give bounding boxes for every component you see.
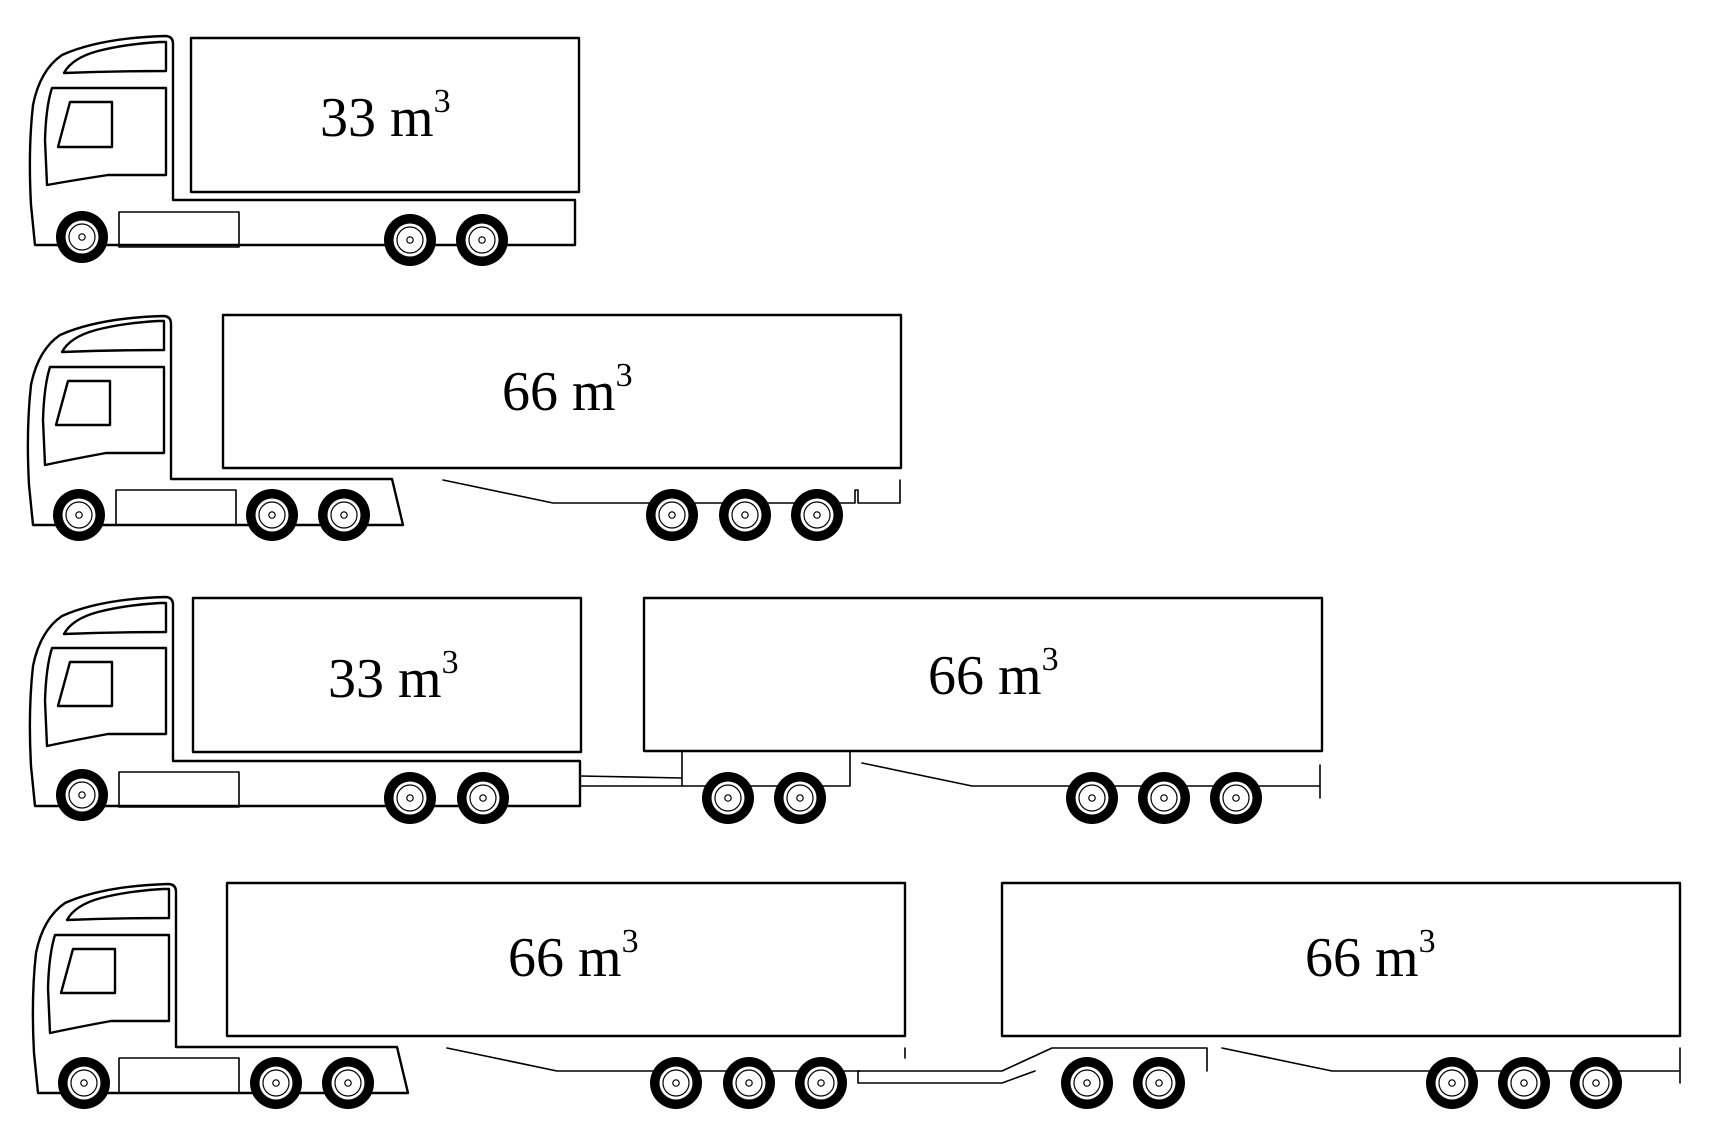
wheel (52, 488, 106, 542)
wheel (57, 1056, 111, 1110)
wheel (383, 213, 437, 267)
wheel (245, 488, 299, 542)
wheel (1425, 1056, 1479, 1110)
drawbar (579, 775, 683, 787)
wheel (321, 1056, 375, 1110)
b-link (857, 1047, 1208, 1084)
wheel (1497, 1056, 1551, 1110)
wheel (456, 771, 510, 825)
semitrailer-chassis (861, 762, 1321, 799)
config-b-double: 66 m3 66 m3 (31, 881, 1682, 1110)
wheel (794, 1056, 848, 1110)
wheel (383, 771, 437, 825)
wheel (249, 1056, 303, 1110)
volume-label: 66 m3 (928, 641, 1059, 707)
tractor-cab (31, 882, 410, 1095)
tractor-cab (26, 314, 405, 527)
wheel (55, 768, 109, 822)
cargo-box (189, 36, 581, 194)
wheel (649, 1056, 703, 1110)
wheel (1137, 771, 1191, 825)
config-truck-dolly-semitrailer: 33 m3 66 m3 (28, 595, 1324, 825)
semitrailer-box (1000, 881, 1682, 1038)
truck-cab (28, 34, 577, 248)
wheel (722, 1056, 776, 1110)
wheel (1569, 1056, 1623, 1110)
volume-label: 66 m3 (502, 357, 633, 423)
wheel (790, 488, 844, 542)
wheel (773, 771, 827, 825)
semitrailer-box (642, 596, 1324, 753)
semitrailer-chassis (1221, 1047, 1681, 1084)
volume-label: 33 m3 (320, 83, 451, 149)
dolly-frame (681, 751, 851, 787)
semitrailer-box (221, 313, 903, 470)
semitrailer-box (225, 881, 907, 1038)
config-rigid-truck: 33 m3 (28, 34, 581, 267)
volume-label: 66 m3 (508, 923, 639, 989)
wheel (455, 213, 509, 267)
volume-label: 66 m3 (1305, 923, 1436, 989)
wheel (317, 488, 371, 542)
wheel (1209, 771, 1263, 825)
truck-cab (28, 595, 582, 808)
wheel (1065, 771, 1119, 825)
wheel (55, 210, 109, 264)
semitrailer-chassis (442, 479, 901, 504)
wheel (701, 771, 755, 825)
wheel (645, 488, 699, 542)
wheel (1132, 1056, 1186, 1110)
config-tractor-semitrailer: 66 m3 (26, 313, 903, 542)
volume-label: 33 m3 (328, 644, 459, 710)
cargo-box (191, 596, 583, 754)
wheel (718, 488, 772, 542)
wheel (1060, 1056, 1114, 1110)
